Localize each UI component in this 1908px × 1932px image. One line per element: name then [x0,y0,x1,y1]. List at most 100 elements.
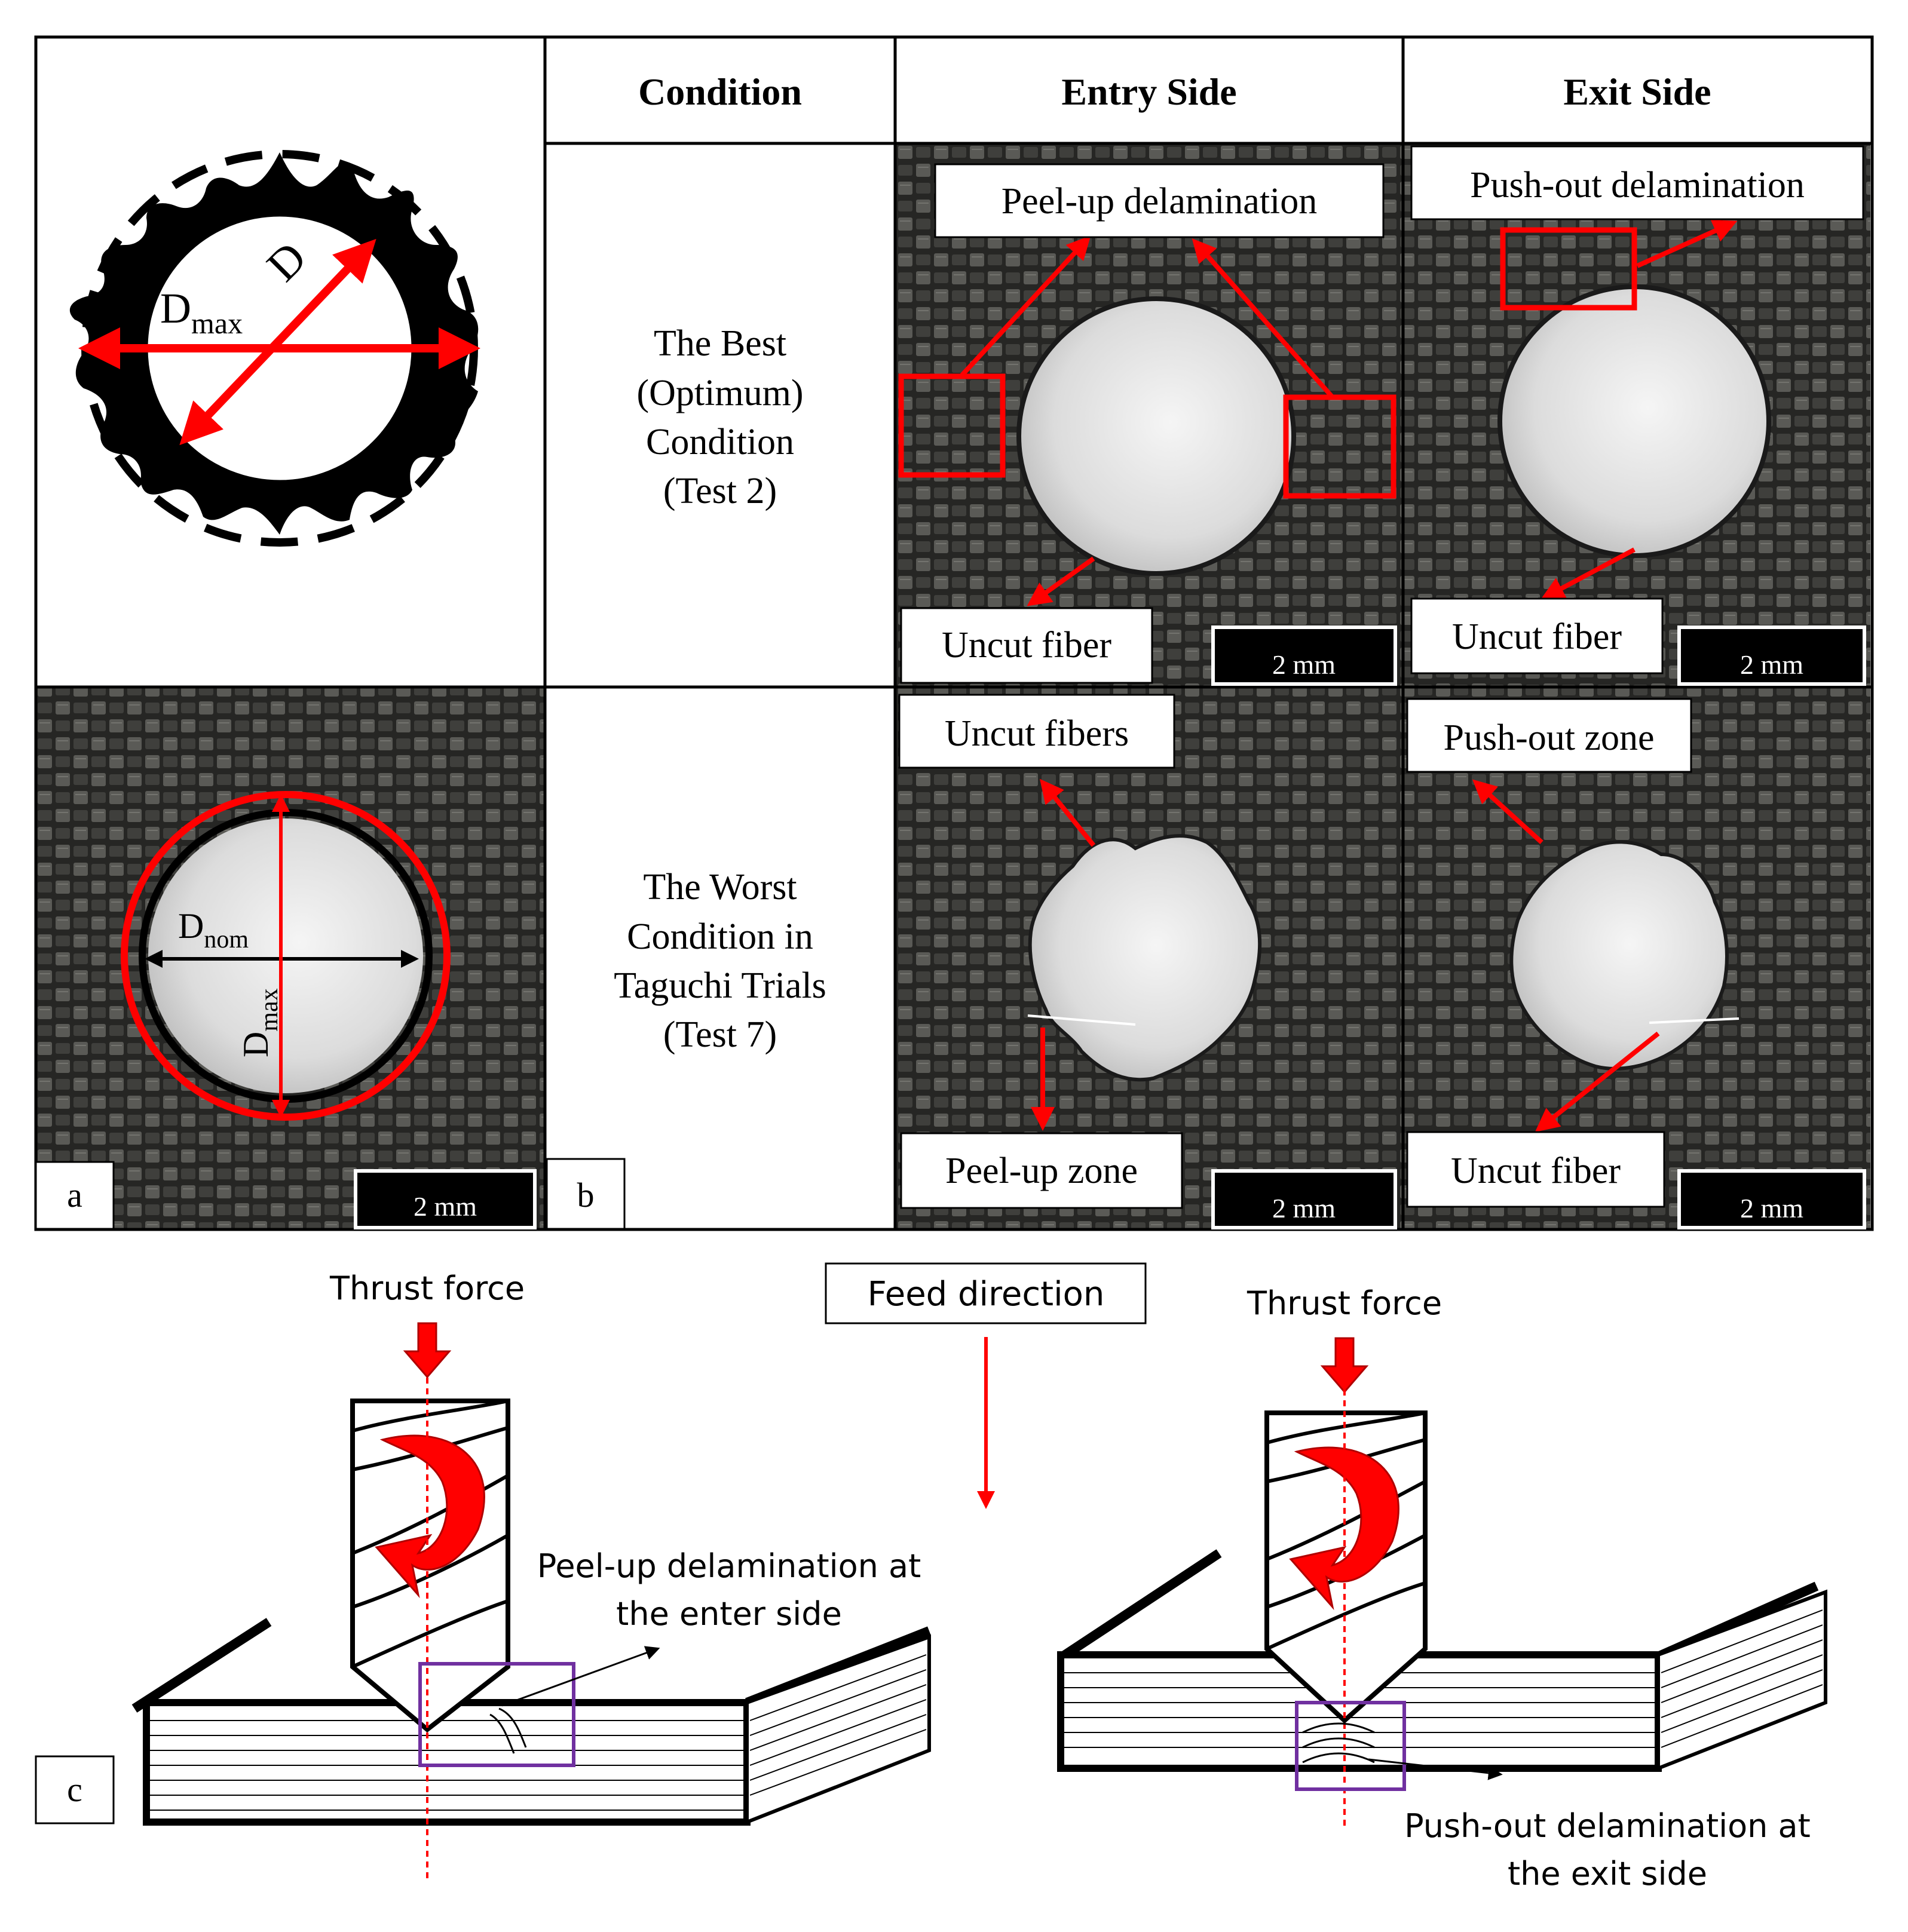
thrust-force-right-label: Thrust force [1247,1284,1442,1322]
entry-best-box-right [1283,394,1396,499]
entry-worst-bottom-label: Peel-up zone [945,1151,1138,1191]
condition-best: The Best (Optimum) Condition (Test 2) [637,323,804,511]
scale-bar-entry-worst [1211,1169,1397,1229]
entry-worst-top-label-box [898,694,1175,769]
dnom-label: Dnom [178,906,249,953]
peel-up-curves [489,1707,527,1754]
panel-label-a: a [67,1176,82,1215]
push-out-label-line-2: the exit side [1508,1855,1707,1893]
entry-worst-top-label: Uncut fibers [945,713,1129,754]
scale-bar-a [354,1169,537,1229]
plate-top-left [143,1613,914,1703]
entry-best-bottom-label: Uncut fiber [942,625,1111,666]
condition-best-line-3: Condition [646,422,794,462]
photo-a: Dnom Dmax 2 mm [121,791,537,1229]
entry-worst-arrow-1 [1039,778,1096,847]
condition-best-line-2: (Optimum) [637,373,804,413]
panel-label-b: b [577,1176,595,1215]
photo-a-hole [148,818,423,1093]
plate-side-layers-right [1661,1609,1823,1748]
thrust-arrow-left-icon [403,1322,452,1379]
exit-best-hole [1497,284,1771,558]
condition-best-line-1: The Best [654,323,786,364]
plate-front-left [143,1699,751,1826]
scale-bar-entry-best [1211,625,1397,686]
scale-bar-exit-best [1677,625,1866,686]
exit-worst-hole [1509,840,1729,1071]
drilling-schematics: Feed direction Thrust force [35,1262,1829,1893]
exit-best-top-label: Push-out delamination [1470,165,1805,206]
exit-best-arrow-2 [1540,547,1636,600]
scale-bar-exit-worst [1677,1169,1866,1229]
exit-worst-top-label-box [1406,698,1692,773]
exit-best-bottom-label: Uncut fiber [1452,617,1622,657]
exit-best-box [1500,227,1637,311]
scale-bar-exit-worst-label: 2 mm [1740,1193,1803,1223]
push-out-label-line-1: Push-out delamination at [1404,1807,1811,1845]
peel-up-pointer [501,1646,660,1707]
d-arrow [179,238,376,446]
entry-worst-hole [1028,834,1262,1082]
entry-best-arrow-1 [959,235,1091,378]
plate-side-left [745,1634,931,1825]
exit-best-bottom-label-box [1410,597,1664,674]
exit-worst-bottom-label-box [1406,1131,1665,1208]
push-out-highlight-box [1295,1701,1406,1791]
panel-label-c: c [67,1770,82,1809]
photo-exit-best: Push-out delamination Uncut fiber 2 mm [1410,145,1866,686]
panel-label-a-box [35,1161,115,1230]
entry-best-arrow-2 [1192,238,1334,399]
panel-label-c-box [35,1755,115,1824]
entry-worst-fiber [1027,1014,1136,1026]
plate-top-right [1061,1559,1829,1655]
plate-left-back-edge-right [1058,1549,1222,1662]
exit-worst-arrow-1 [1472,779,1543,844]
photo-exit-worst: Push-out zone Uncut fiber 2 mm [1406,698,1866,1229]
entry-best-box-left [898,373,1006,478]
scale-bar-entry-best-label: 2 mm [1272,649,1336,680]
entry-worst-bottom-label-box [900,1132,1183,1209]
feed-direction-box [825,1262,1147,1324]
drill-entry-schematic: Thrust force [131,1269,931,1882]
condition-worst-line-2: Condition in [627,916,813,957]
photo-entry-best: Peel-up delamination Uncut fiber 2 mm [898,163,1397,686]
push-out-curves [1302,1722,1375,1764]
entry-best-arrow-3 [1027,556,1095,606]
peel-up-label-line-1: Peel-up delamination at [537,1547,921,1585]
photo-entry-worst: Uncut fibers Peel-up zone 2 mm [898,694,1397,1229]
entry-best-bottom-label-box [900,607,1153,684]
rotation-arrow-right-icon [1289,1446,1399,1611]
peel-up-highlight-box [418,1662,575,1767]
condition-best-line-4: (Test 2) [663,471,777,511]
exit-worst-arrow-2 [1535,1031,1660,1132]
dmax-label: Dmax [160,284,243,340]
dmax-vertical-label: Dmax [236,988,283,1057]
header-entry-side: Entry Side [1061,70,1236,113]
exit-worst-fiber [1649,1017,1739,1024]
drill-flutes-left [351,1399,509,1669]
plate-side-layers-left [749,1654,927,1796]
entry-best-top-label-box [934,163,1385,238]
feed-direction-label: Feed direction [868,1275,1105,1314]
condition-worst-line-3: Taguchi Trials [614,965,826,1006]
plate-left-back-edge [131,1618,272,1713]
condition-worst-line-1: The Worst [643,867,797,907]
thrust-force-left-label: Thrust force [329,1269,525,1307]
header-condition: Condition [638,70,802,113]
exit-worst-top-label: Push-out zone [1443,717,1654,758]
hole-quality-diagram: Dmax D [69,150,480,547]
rotation-arrow-left-icon [375,1434,485,1599]
panel-label-b-box [546,1158,626,1230]
condition-worst: The Worst Condition in Taguchi Trials (T… [614,867,826,1055]
entry-best-hole [1016,296,1296,576]
entry-best-top-label: Peel-up delamination [1002,181,1318,222]
condition-worst-line-4: (Test 7) [663,1014,777,1055]
exit-best-top-label-box [1410,145,1864,220]
push-out-pointer [1368,1758,1503,1780]
scale-bar-entry-worst-label: 2 mm [1272,1193,1336,1223]
exit-best-arrow-1 [1636,219,1738,268]
drill-exit-schematic: Thrust force [1057,1284,1829,1893]
plate-side-right [1656,1589,1827,1771]
thrust-arrow-right-icon [1320,1337,1369,1394]
